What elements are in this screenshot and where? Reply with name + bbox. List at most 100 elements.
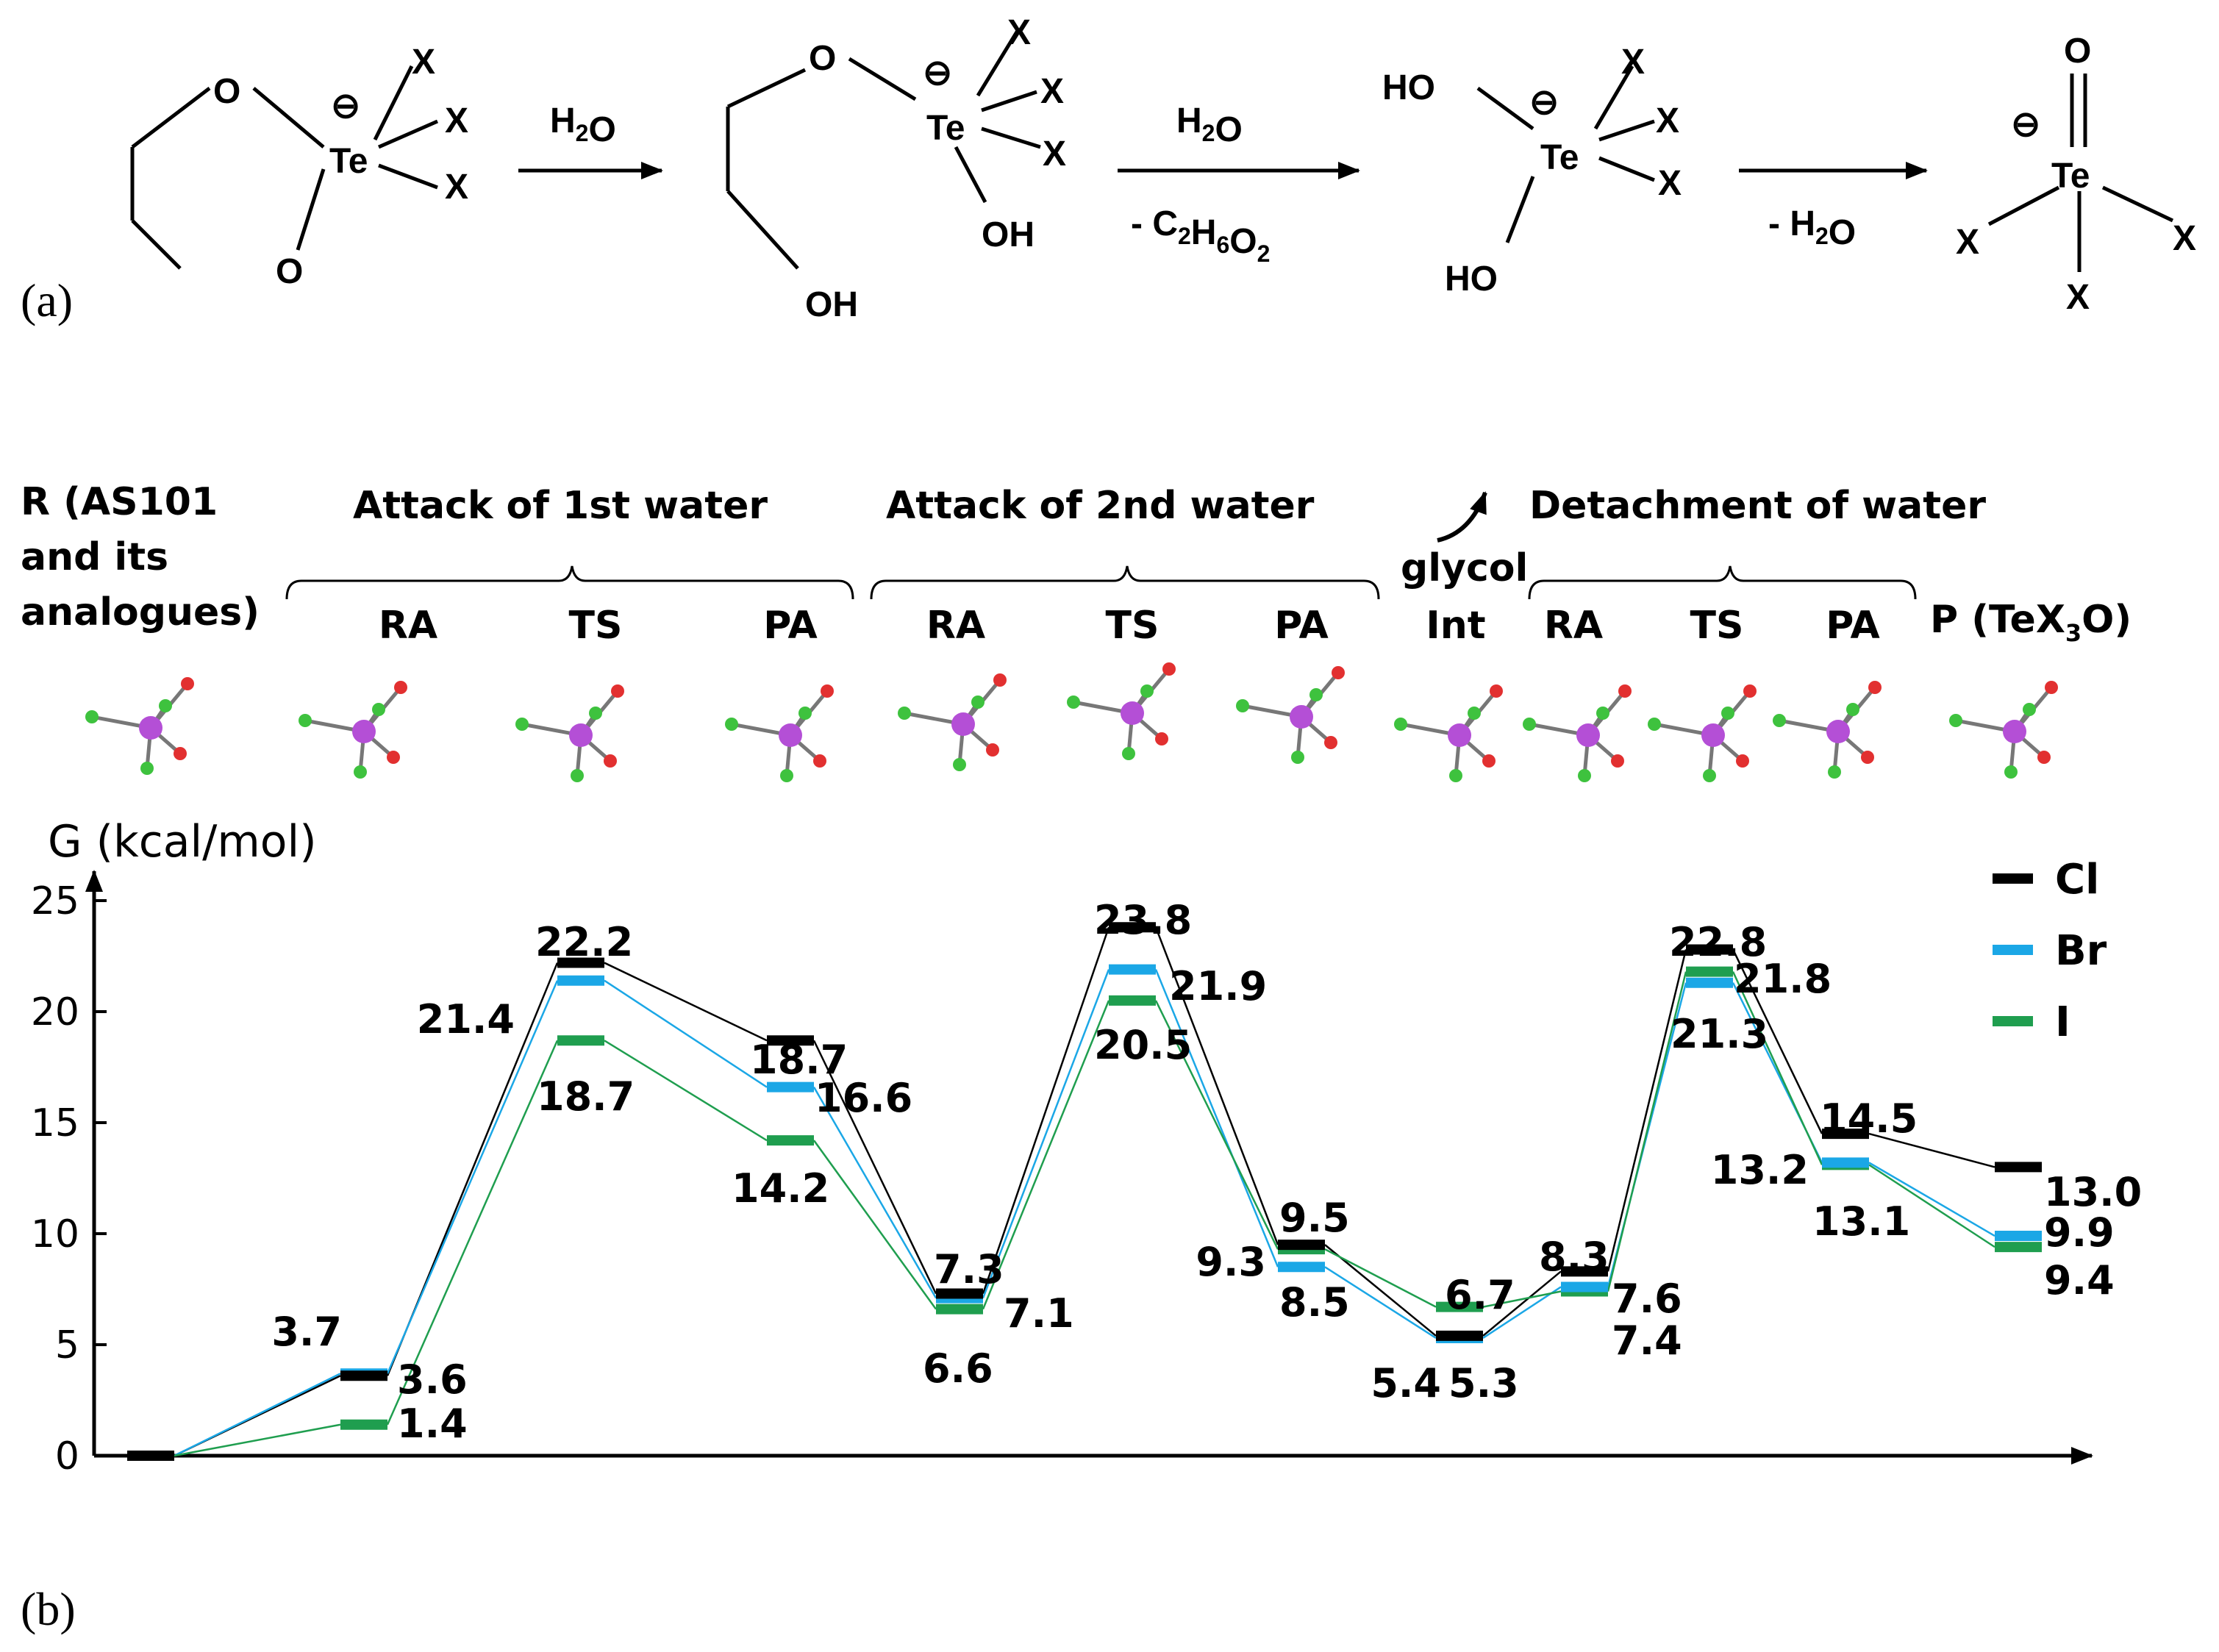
step2-reagent: H2O — [1176, 101, 1243, 149]
atom-x: X — [445, 168, 468, 207]
o-atom — [1743, 684, 1757, 698]
te-atom — [1290, 705, 1313, 729]
atom-x: X — [2066, 278, 2090, 317]
x-atom — [798, 707, 812, 720]
y-tick-label: 0 — [55, 1434, 79, 1478]
x-atom — [898, 707, 911, 720]
connector-i — [604, 1040, 768, 1142]
x-atom — [780, 769, 793, 782]
x-atom — [1828, 765, 1841, 779]
molecule-thumb-r — [85, 677, 194, 775]
x-atom — [725, 718, 738, 731]
atom-x: X — [412, 43, 435, 82]
connector-cl — [1868, 1132, 1995, 1168]
molecule-thumb-pa2 — [1236, 666, 1345, 764]
panel-a-label: (a) — [21, 274, 73, 326]
value-label: 3.6 — [397, 1356, 468, 1403]
o-atom — [1155, 732, 1168, 745]
molecule-dihydroxy — [1476, 65, 1655, 243]
te-atom — [1826, 720, 1850, 743]
connector-cl — [1732, 948, 1823, 1134]
value-label: 8.3 — [1539, 1234, 1609, 1280]
brace-2nd-water — [870, 565, 1380, 600]
value-label: 21.8 — [1734, 956, 1832, 1002]
value-label: 21.3 — [1670, 1011, 1768, 1057]
y-tick-label: 15 — [31, 1101, 79, 1145]
x-atom — [1122, 747, 1135, 760]
glycol-release-arrow — [1437, 491, 1487, 543]
x-atom — [1949, 714, 1962, 727]
o-atom — [993, 673, 1007, 687]
atom-o: O — [213, 72, 240, 111]
legend-label-cl: Cl — [2055, 856, 2099, 904]
molecule-thumb-ts2 — [1067, 662, 1176, 760]
atom-x: X — [1007, 13, 1031, 52]
atom-x: X — [1621, 43, 1645, 82]
x-atom — [140, 762, 154, 775]
atom-o: O — [276, 252, 303, 291]
legend-label-i: I — [2055, 998, 2070, 1046]
atom-o: O — [809, 39, 836, 78]
y-tick-label: 20 — [31, 990, 79, 1034]
value-label: 8.5 — [1279, 1279, 1350, 1326]
o-atom — [986, 743, 999, 757]
value-label: 6.7 — [1445, 1272, 1515, 1318]
atom-te: Te — [1540, 138, 1579, 177]
atom-x: X — [1040, 72, 1064, 111]
connector-i — [174, 1423, 341, 1457]
atom-x: X — [1658, 164, 1682, 203]
molecule-thumb-ts1 — [515, 684, 624, 782]
connector-br — [982, 969, 1110, 1299]
y-tick-label: 10 — [31, 1212, 79, 1256]
o-atom — [1332, 666, 1345, 679]
value-label: 5.3 — [1448, 1360, 1519, 1406]
x-atom — [2023, 703, 2036, 716]
x-atom — [971, 696, 985, 709]
atom-te: Te — [926, 109, 965, 148]
x-atom — [1140, 684, 1154, 698]
value-label: 22.2 — [535, 919, 633, 965]
connector-br — [1868, 1162, 1995, 1237]
stage-label-pa: PA — [1274, 604, 1329, 648]
o-atom — [1618, 684, 1632, 698]
connector-br — [174, 1373, 341, 1457]
te-atom — [1701, 723, 1725, 747]
o-atom — [1736, 754, 1749, 768]
value-label: 14.2 — [732, 1165, 829, 1212]
value-label: 14.5 — [1820, 1095, 1918, 1142]
value-label: 13.1 — [1812, 1198, 1910, 1245]
x-atom — [953, 758, 966, 771]
value-label: 21.4 — [417, 996, 515, 1043]
stage-label-ra: RA — [1544, 604, 1603, 648]
value-label: 16.6 — [815, 1075, 912, 1121]
value-label: 9.5 — [1279, 1195, 1350, 1241]
atom-x: X — [1956, 223, 1979, 262]
te-atom — [779, 723, 802, 747]
value-label: 3.7 — [271, 1309, 342, 1355]
x-atom — [515, 718, 529, 731]
molecule-open-ring — [726, 28, 1041, 270]
value-labels: 3.73.61.422.221.418.718.716.614.27.37.16… — [271, 897, 2142, 1447]
x-atom — [571, 769, 584, 782]
atom-o: O — [2064, 32, 2091, 71]
connector-cl — [812, 1040, 937, 1295]
atom-ho: HO — [1382, 68, 1435, 107]
o-atom — [821, 684, 834, 698]
charge-icon: ⊖ — [923, 54, 952, 93]
value-label: 1.4 — [397, 1401, 468, 1447]
charge-icon: ⊖ — [2011, 105, 2040, 144]
connector-br — [604, 979, 768, 1088]
value-label: 7.6 — [1612, 1276, 1682, 1322]
o-atom — [2045, 681, 2058, 694]
o-atom — [394, 681, 407, 694]
brace-1st-water — [285, 565, 854, 600]
value-label: 9.4 — [2044, 1257, 2115, 1304]
connector-i — [1607, 971, 1687, 1292]
atom-te: Te — [329, 142, 368, 181]
molecule-tex3o — [1987, 74, 2174, 272]
atom-x: X — [1043, 135, 1066, 174]
x-atom — [1596, 707, 1609, 720]
step2-byproduct: - C2H6O2 — [1131, 204, 1270, 267]
o-atom — [174, 747, 187, 760]
reaction-scheme: (a) O O Te ⊖ X X X H2O — [21, 13, 2196, 326]
